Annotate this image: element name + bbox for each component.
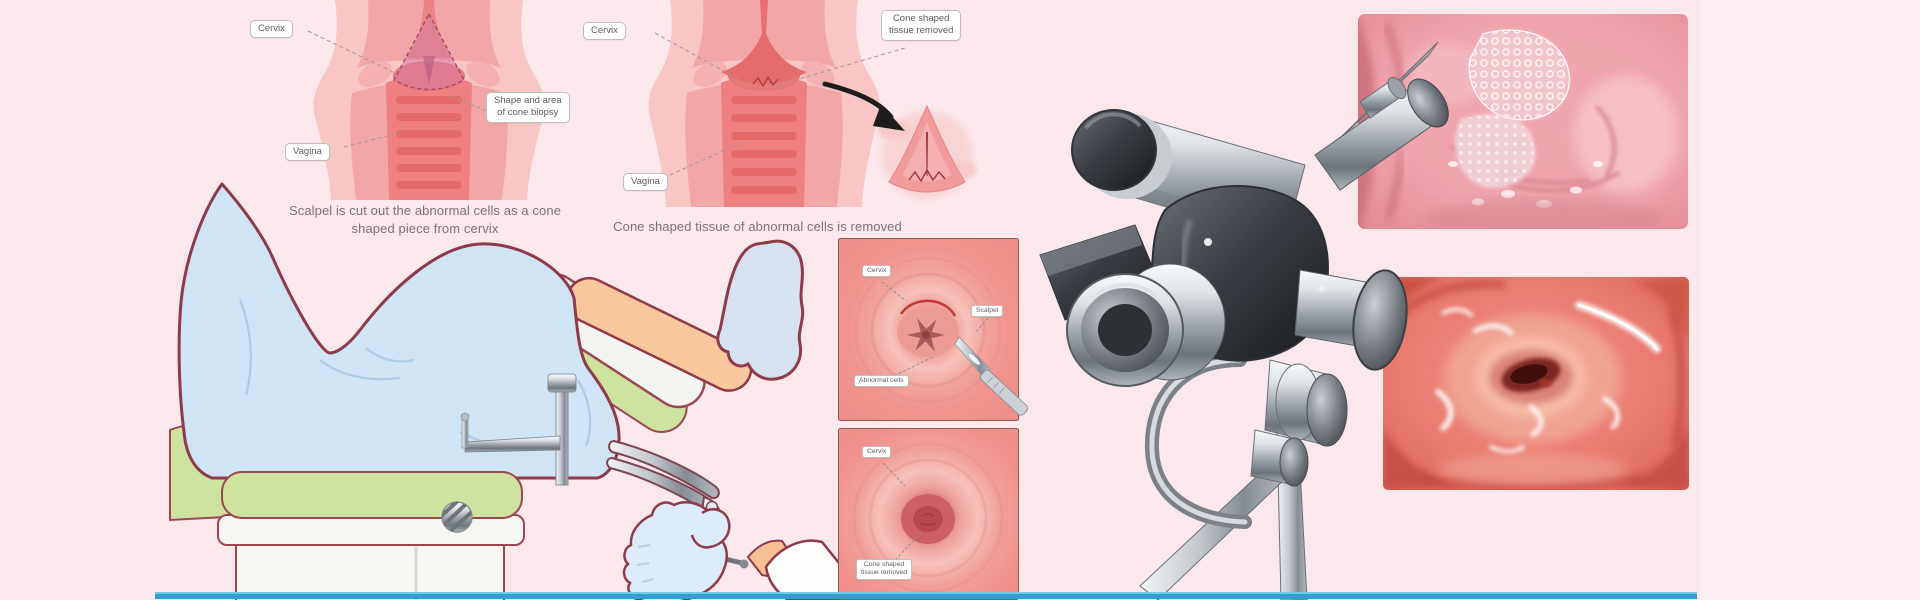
illustration-colposcope (1039, 41, 1449, 600)
label-abnormal-cells-closeup1: Abnormal cells (854, 375, 909, 388)
photo-colposcopy-abnormal-lesion (1358, 14, 1688, 229)
cervix-closeup-scalpel-art (838, 238, 1029, 421)
diagram-cervix-closeup-after-removal: Cervix Cone shaped tissue removed (838, 428, 1019, 600)
label-cervix-step1: Cervix (250, 20, 293, 39)
label-vagina-step1: Vagina (285, 143, 330, 162)
label-cone-removed-closeup2: Cone shaped tissue removed (856, 559, 913, 580)
illustration-patient-on-exam-table (169, 182, 805, 600)
cervix-cross-section-step1-art (307, 0, 545, 200)
diagram-cervix-closeup-scalpel: Cervix Scalpel Abnormal cells (838, 238, 1029, 421)
label-cervix-closeup2: Cervix (862, 446, 892, 459)
diagram-cone-biopsy-marking: Cervix Vagina Shape and area of cone bio… (240, 0, 580, 245)
label-cone-area-step1: Shape and area of cone biopsy (486, 92, 570, 123)
caption-step2: Cone shaped tissue of abnormal cells is … (613, 219, 902, 234)
label-cone-removed-step2: Cone shaped tissue removed (881, 10, 962, 41)
label-cervix-closeup1: Cervix (862, 265, 892, 278)
bottom-accent-line (155, 592, 1697, 599)
background-right-strip (1700, 0, 1920, 600)
label-cervix-step2: Cervix (583, 22, 626, 41)
cervix-cross-section-step2-art (648, 0, 977, 207)
photo-colposcopy-cervix-os (1383, 277, 1689, 490)
diagram-cone-tissue-removed: Cervix Cone shaped tissue removed Vagina… (575, 0, 995, 245)
label-vagina-step2: Vagina (623, 173, 668, 192)
illustration-speculum-gloved-hand (606, 439, 857, 600)
label-scalpel-closeup1: Scalpel (971, 305, 1004, 318)
caption-step1: Scalpel is cut out the abnormal cells as… (288, 203, 562, 236)
